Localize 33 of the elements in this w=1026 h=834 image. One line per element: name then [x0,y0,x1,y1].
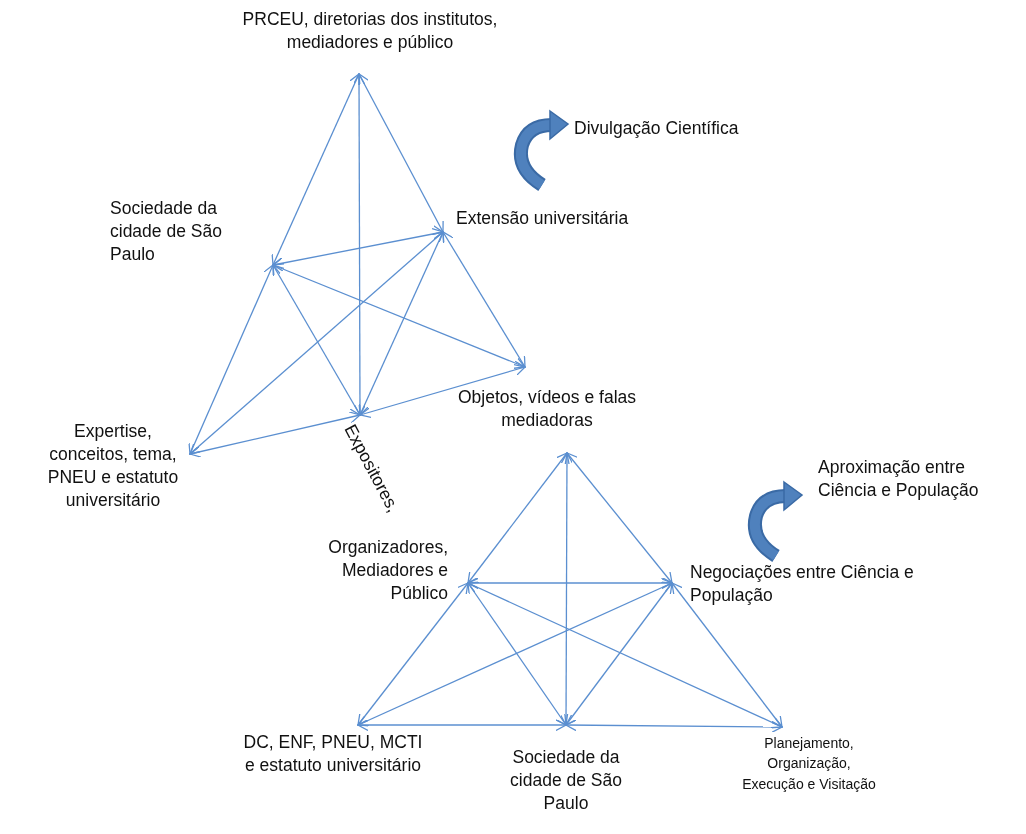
double-arrow [189,411,361,458]
node-label: Objetos, vídeos e falas mediadoras [452,386,642,433]
node-label: PRCEU, diretorias dos institutos, mediadores e público [220,8,520,55]
node-label: Expertise, conceitos, tema, PNEU e estatuto universitário [38,420,188,513]
double-arrow [357,582,469,726]
double-arrow [188,264,275,455]
node-label: Negociações entre Ciência e População [690,561,920,608]
double-arrow [467,582,567,726]
annotation-text: Divulgação Científica [574,117,740,140]
node-label: Planejamento, Organização, Execução e Visitação [740,733,878,794]
double-arrow [357,718,567,732]
double-arrow [272,263,526,369]
double-arrow [467,576,673,590]
double-arrow [565,582,673,726]
double-arrow [671,582,783,728]
double-arrow [271,73,361,266]
double-arrow [357,581,673,727]
node-label: Sociedade da cidade de São Paulo [490,746,642,816]
double-arrow [565,718,783,734]
double-arrow [359,363,526,419]
double-arrow [358,73,444,233]
double-arrow [566,452,673,584]
double-arrow [272,264,361,416]
double-arrow [358,231,445,416]
node-label: DC, ENF, PNEU, MCTI e estatuto universitário [238,731,428,778]
node-label: Extensão universitária [456,207,696,231]
node-label: Sociedade da cidade de São Paulo [110,197,270,267]
node-label: Organizadores, Mediadores e Público [280,536,448,606]
double-arrow [442,231,526,368]
double-arrow [272,227,444,270]
double-arrow [189,231,444,455]
double-arrow [467,452,568,584]
annotation-text: Aproximação entre Ciência e População [818,456,980,503]
